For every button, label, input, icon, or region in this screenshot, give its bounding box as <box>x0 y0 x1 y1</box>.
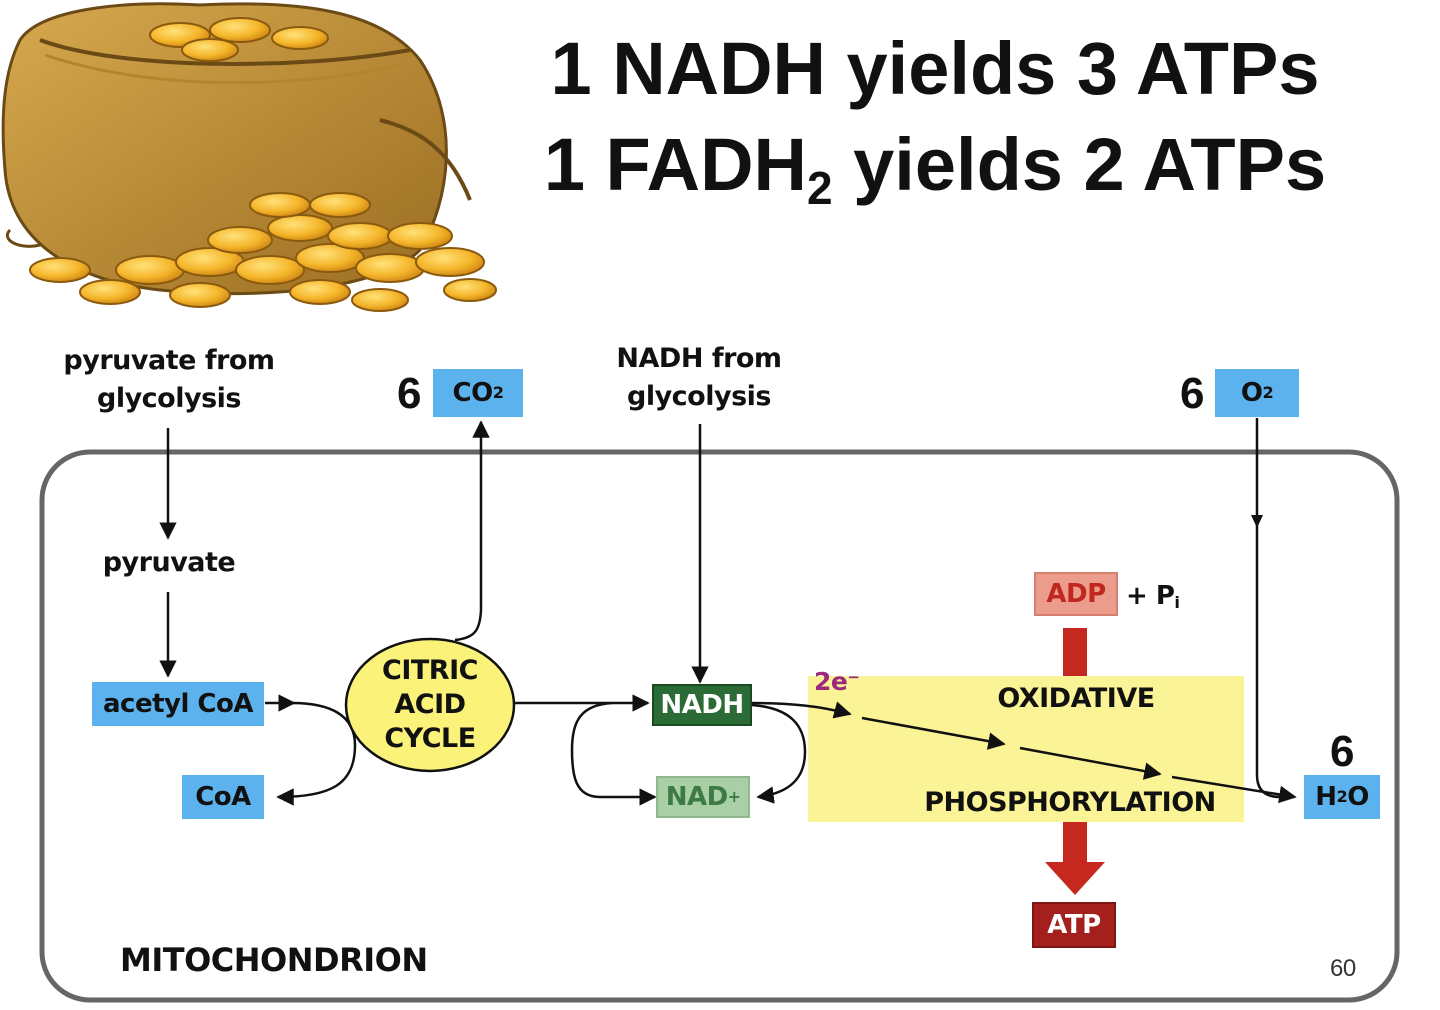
citric-line2: ACID <box>394 688 466 720</box>
electrons-superscript: − <box>847 667 860 686</box>
headline-fadh2-suffix: yields 2 ATPs <box>832 123 1327 206</box>
nad-base: NAD <box>665 782 728 812</box>
h2o-o: O <box>1347 782 1369 812</box>
citric-line1: CITRIC <box>382 655 478 686</box>
nad-plus-box: NAD+ <box>656 776 750 818</box>
electron-segment-1 <box>861 716 1006 750</box>
label-nadh-from-glycolysis: NADH from glycolysis <box>598 340 800 416</box>
o2-base: O <box>1240 378 1263 408</box>
plus-pi-text: + P <box>1126 581 1175 611</box>
label-pyruvate: pyruvate <box>102 547 236 578</box>
citric-line3: CYCLE <box>384 722 476 754</box>
plus-pi-label: + Pi <box>1126 578 1180 614</box>
nadh-box: NADH <box>652 684 752 726</box>
electron-transport-path <box>751 701 852 719</box>
oxphos-line1: OXIDATIVE <box>997 683 1155 714</box>
coa-box: CoA <box>182 775 264 819</box>
label-nadh-glycolysis: glycolysis <box>627 380 772 412</box>
co2-base: CO <box>452 378 494 408</box>
citric-acid-cycle-node <box>344 637 516 773</box>
atp-box: ATP <box>1032 902 1116 948</box>
arrow-nad-loop <box>570 701 657 806</box>
h2o-h: H <box>1315 782 1337 812</box>
headline-nadh: 1 NADH yields 3 ATPs <box>550 27 1320 110</box>
oxphos-line2: PHOSPHORYLATION <box>924 787 1216 818</box>
o2-coefficient: 6 <box>1180 369 1205 418</box>
headline-fadh2-subscript: 2 <box>807 162 833 214</box>
oxphos-to-atp-shaft <box>1063 822 1087 862</box>
mitochondrion-label: MITOCHONDRION <box>120 941 428 979</box>
money-bag-illustration <box>1 2 497 312</box>
label-pyruvate-glycolysis: glycolysis <box>97 382 242 414</box>
adp-to-oxphos-bar <box>1063 628 1087 676</box>
mitochondrion-membrane <box>39 449 1400 1003</box>
headline-fadh2: 1 FADH2 yields 2 ATPs <box>430 128 1440 212</box>
oxphos-to-atp-head <box>1045 862 1105 895</box>
electron-segment-2 <box>1019 746 1162 780</box>
headline-fadh2-prefix: 1 FADH <box>543 123 807 206</box>
arrow-cycle-to-co2 <box>454 420 490 642</box>
electron-segment-3 <box>1171 775 1297 804</box>
h2o-coefficient: 6 <box>1330 727 1355 776</box>
pi-subscript: i <box>1174 593 1180 613</box>
electrons-label: 2e− <box>814 664 860 699</box>
arrow-o2-midhead <box>1251 515 1263 528</box>
arrow-nadh-to-nad <box>751 703 807 804</box>
electrons-text: 2e <box>814 667 848 696</box>
label-pyruvate-from-glycolysis: pyruvate from glycolysis <box>60 342 278 418</box>
acetyl-coa-box: acetyl CoA <box>92 682 264 726</box>
arrow-o2-to-h2o <box>1255 418 1281 799</box>
label-nadh-from: NADH from <box>616 343 782 374</box>
citric-acid-cycle-label: CITRIC ACID CYCLE <box>346 654 514 755</box>
arrow-acetylcoa-cycle-coa <box>276 701 357 806</box>
co2-coefficient: 6 <box>397 369 422 418</box>
adp-box: ADP <box>1034 572 1118 616</box>
page-number: 60 <box>1330 955 1356 982</box>
label-pyruvate-from: pyruvate from <box>63 345 275 376</box>
